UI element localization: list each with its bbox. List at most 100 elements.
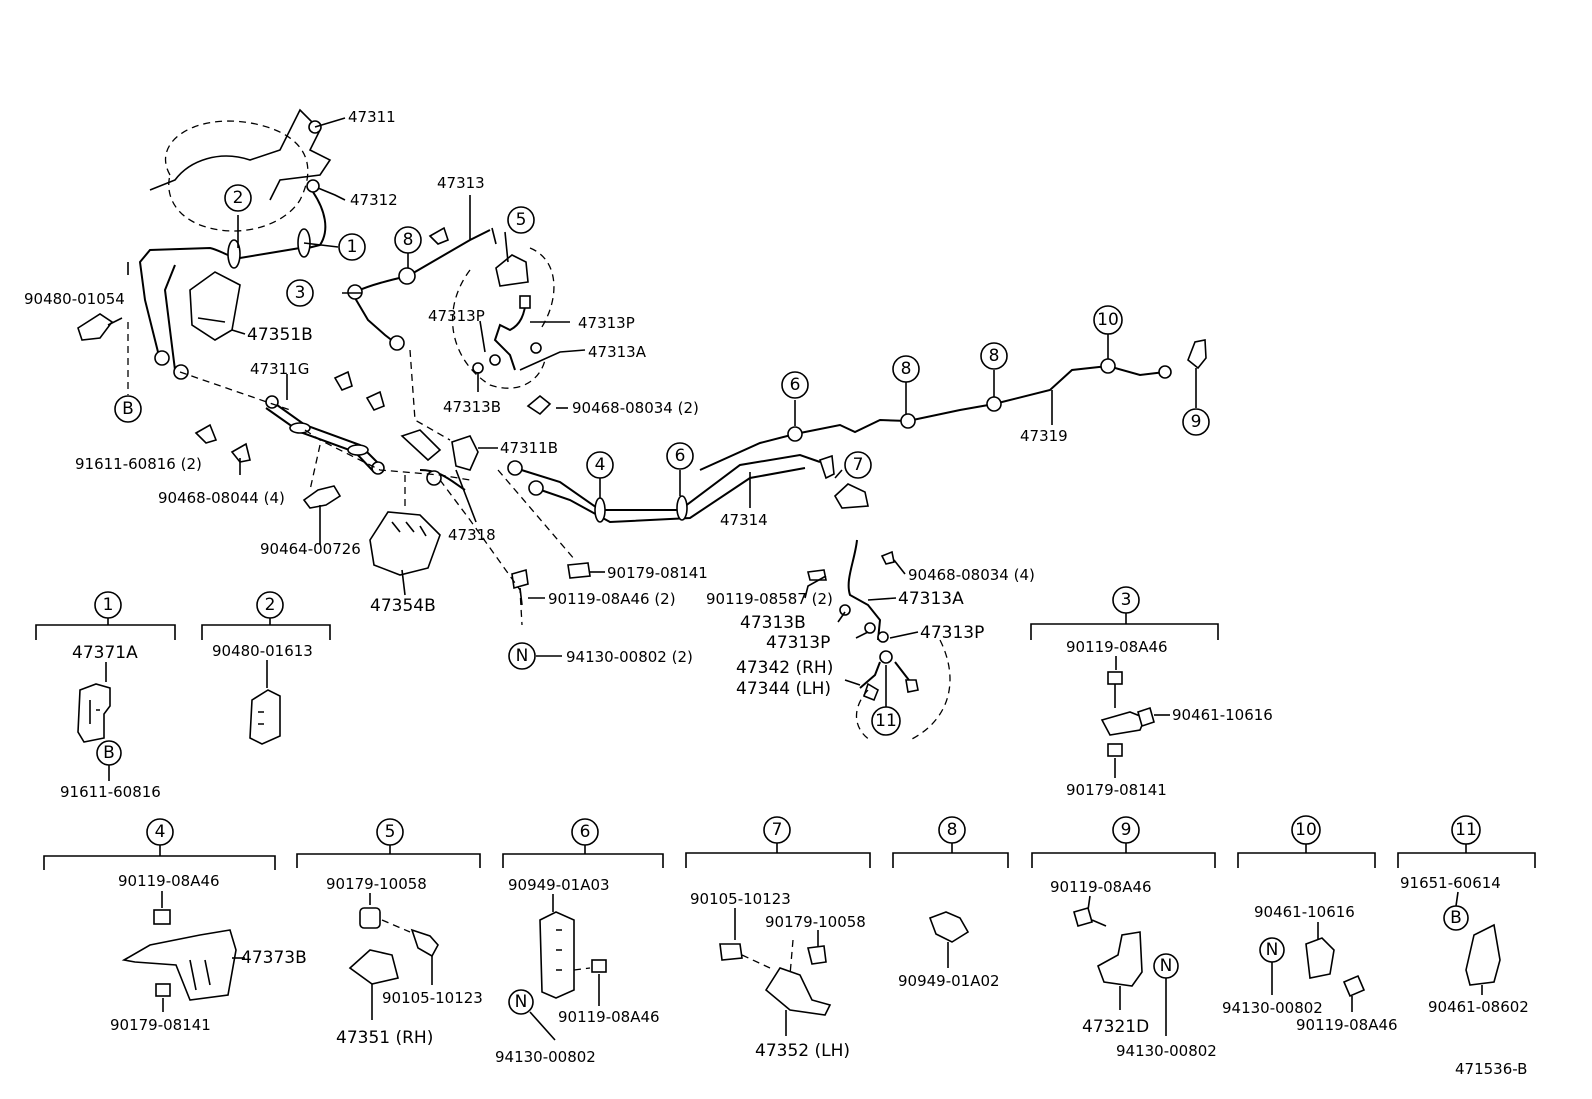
clip-90468-08034 bbox=[526, 394, 552, 416]
svg-text:1: 1 bbox=[103, 595, 114, 615]
clip-90464-00726 bbox=[302, 485, 342, 509]
bracket-9-main bbox=[1187, 339, 1207, 370]
bracket-4731x bbox=[400, 429, 442, 462]
detail-5: 5 90179-10058 90105-10123 47351 (RH) bbox=[296, 818, 483, 1048]
d6-label-90949-01a03: 90949-01A03 bbox=[508, 876, 610, 894]
detail-3: 3 90119-08A46 90461-10616 90179-08141 bbox=[1030, 586, 1273, 799]
bolt-90119-08a46 bbox=[511, 568, 529, 590]
svg-text:B: B bbox=[1450, 908, 1462, 928]
flex-hose-front bbox=[472, 295, 542, 374]
label-90119-08587-2: 90119-08587 (2) bbox=[706, 590, 833, 608]
d9-label-90119-08a46: 90119-08A46 bbox=[1050, 878, 1152, 896]
d7-label-90179-10058: 90179-10058 bbox=[765, 913, 866, 931]
svg-text:B: B bbox=[103, 743, 115, 763]
leader-lines bbox=[107, 117, 1197, 708]
callout-8-main-a: 8 bbox=[394, 226, 422, 254]
label-47318: 47318 bbox=[448, 526, 496, 544]
d6-callout-n: N bbox=[508, 989, 534, 1015]
pipe-47319 bbox=[699, 358, 1172, 471]
svg-text:11: 11 bbox=[875, 711, 897, 731]
d6-label-90119-08a46: 90119-08A46 bbox=[558, 1008, 660, 1026]
label-90119-08a46-2: 90119-08A46 (2) bbox=[548, 590, 676, 608]
svg-text:5: 5 bbox=[516, 210, 527, 230]
d9-callout-n: N bbox=[1153, 953, 1179, 979]
d2-label-90480-01613: 90480-01613 bbox=[212, 642, 313, 660]
bracket-7-main bbox=[833, 483, 869, 509]
clip-90480-01054 bbox=[77, 313, 114, 341]
label-47314: 47314 bbox=[720, 511, 768, 529]
label-47313b-a: 47313B bbox=[443, 398, 501, 416]
flex-hose-rear bbox=[807, 539, 951, 741]
d9-label-47321d: 47321D bbox=[1082, 1017, 1149, 1037]
fitting-47311b bbox=[451, 435, 479, 471]
svg-text:4: 4 bbox=[155, 822, 166, 842]
detail-3-header: 3 bbox=[1112, 586, 1140, 614]
svg-text:9: 9 bbox=[1191, 412, 1202, 432]
master-cylinder-assembly bbox=[138, 108, 332, 380]
d5-label-47351-rh: 47351 (RH) bbox=[336, 1028, 433, 1048]
detail-7-header: 7 bbox=[763, 816, 791, 844]
d7-label-47352-lh: 47352 (LH) bbox=[755, 1041, 850, 1061]
d3-label-90461-10616: 90461-10616 bbox=[1172, 706, 1273, 724]
callout-b-main: B bbox=[114, 395, 142, 423]
label-47313p-d: 47313P bbox=[920, 623, 984, 643]
detail-11: 11 91651-60614 B 90461-08602 bbox=[1397, 815, 1536, 1016]
svg-text:8: 8 bbox=[901, 359, 912, 379]
d3-label-90179-08141: 90179-08141 bbox=[1066, 781, 1167, 799]
svg-text:N: N bbox=[1160, 956, 1173, 976]
svg-text:2: 2 bbox=[233, 188, 244, 208]
d11-callout-b: B bbox=[1443, 905, 1469, 931]
svg-text:N: N bbox=[515, 992, 528, 1012]
clip-top bbox=[428, 226, 449, 245]
d1-label-47371a: 47371A bbox=[72, 643, 138, 663]
label-47313p-b: 47313P bbox=[578, 314, 635, 332]
d5-label-90179-10058: 90179-10058 bbox=[326, 875, 427, 893]
detail-8-header: 8 bbox=[938, 816, 966, 844]
label-47312: 47312 bbox=[350, 191, 398, 209]
detail-11-header: 11 bbox=[1451, 815, 1481, 845]
svg-text:9: 9 bbox=[1121, 820, 1132, 840]
svg-text:3: 3 bbox=[295, 283, 306, 303]
d6-label-94130-00802: 94130-00802 bbox=[495, 1048, 596, 1066]
detail-9-header: 9 bbox=[1112, 816, 1140, 844]
label-91611-60816-2: 91611-60816 (2) bbox=[75, 455, 202, 473]
d11-label-91651-60614: 91651-60614 bbox=[1400, 874, 1501, 892]
svg-text:N: N bbox=[1266, 940, 1279, 960]
svg-text:7: 7 bbox=[853, 455, 864, 475]
label-47313b-b: 47313B bbox=[740, 613, 806, 633]
label-94130-00802-2: 94130-00802 (2) bbox=[566, 648, 693, 666]
clip-90468-08044-a bbox=[194, 423, 218, 444]
label-47313p-c: 47313P bbox=[766, 633, 830, 653]
d1-callout-b: B bbox=[96, 740, 122, 766]
detail-5-header: 5 bbox=[376, 818, 404, 846]
label-90464-00726: 90464-00726 bbox=[260, 540, 361, 558]
detail-8: 8 90949-01A02 bbox=[892, 816, 1009, 990]
detail-9: 9 90119-08A46 47321D N 94130-00802 bbox=[1031, 816, 1217, 1060]
pipe-47314 bbox=[507, 453, 835, 524]
detail-6: 6 90949-01A03 90119-08A46 N 94130-00802 bbox=[495, 818, 664, 1066]
svg-text:4: 4 bbox=[595, 455, 606, 475]
svg-text:11: 11 bbox=[1455, 820, 1477, 840]
callout-6-main-b: 6 bbox=[666, 442, 694, 470]
label-47313a-b: 47313A bbox=[898, 589, 964, 609]
detail-2-header: 2 bbox=[256, 591, 284, 619]
callout-8-main-c: 8 bbox=[980, 342, 1008, 370]
label-47354b: 47354B bbox=[370, 596, 436, 616]
d8-label-90949-01a02: 90949-01A02 bbox=[898, 972, 1000, 990]
d10-callout-n: N bbox=[1259, 937, 1285, 963]
label-47311: 47311 bbox=[348, 108, 396, 126]
svg-text:5: 5 bbox=[385, 822, 396, 842]
svg-text:8: 8 bbox=[947, 820, 958, 840]
svg-text:8: 8 bbox=[989, 346, 1000, 366]
d10-label-94130-00802: 94130-00802 bbox=[1222, 999, 1323, 1017]
clip-r-a bbox=[333, 370, 353, 391]
main-callouts: 2 1 8 5 3 B 10 6 8 8 9 4 6 7 N 11 bbox=[114, 184, 1210, 736]
label-47319: 47319 bbox=[1020, 427, 1068, 445]
svg-text:6: 6 bbox=[675, 446, 686, 466]
d1-label-91611-60816: 91611-60816 bbox=[60, 783, 161, 801]
clip-90468-08044-b bbox=[230, 442, 251, 463]
d4-label-47373b: 47373B bbox=[241, 948, 307, 968]
bracket-5-main bbox=[495, 254, 529, 287]
label-90468-08034-4: 90468-08034 (4) bbox=[908, 566, 1035, 584]
d11-label-90461-08602: 90461-08602 bbox=[1428, 998, 1529, 1016]
